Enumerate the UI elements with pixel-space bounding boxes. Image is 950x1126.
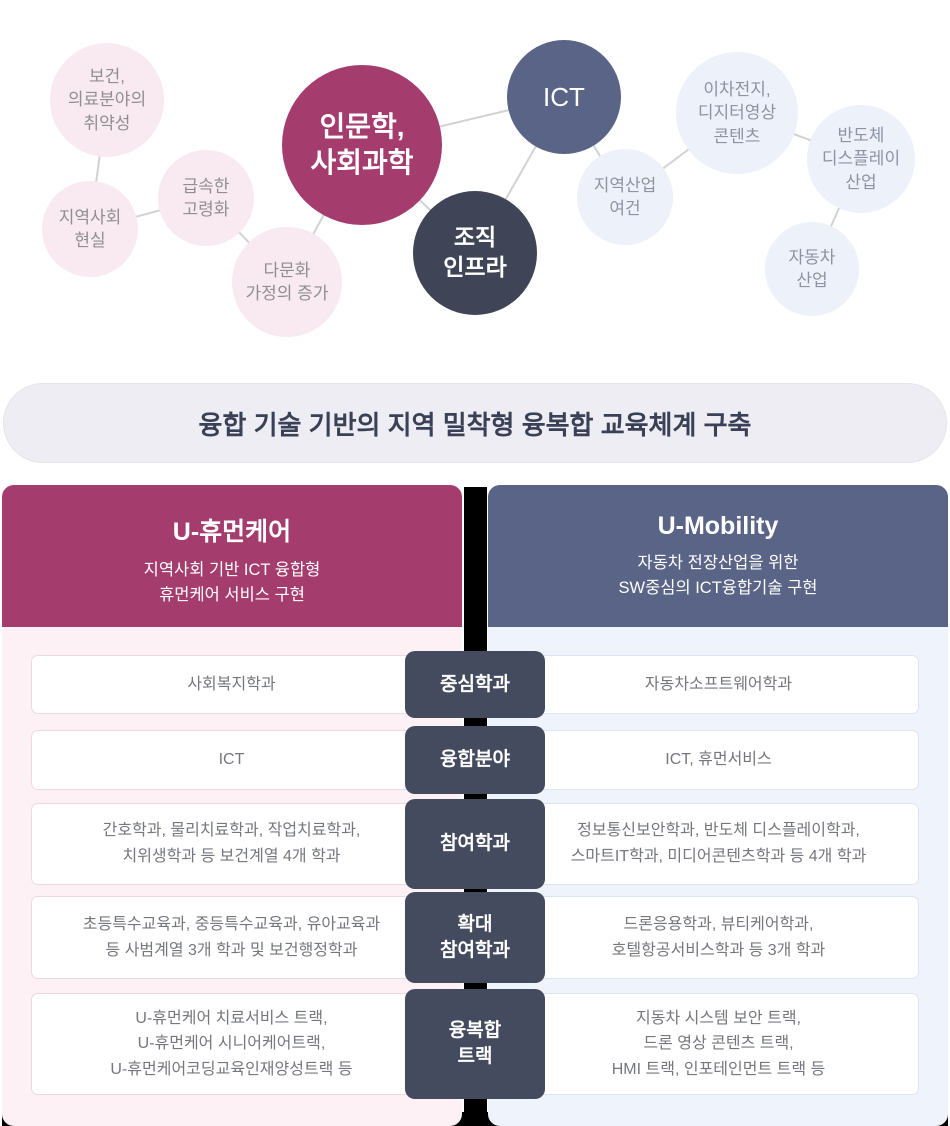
bubble-humanities-social-science: 인문학, 사회과학 <box>282 65 442 225</box>
cell-convergence-tracks-left: U-휴먼케어 치료서비스 트랙, U-휴먼케어 시니어케어트랙, U-휴먼케어코… <box>31 993 432 1095</box>
row-label-core-dept: 중심학과 <box>405 651 545 718</box>
bubble-diagram: 보건, 의료분야의 취약성 지역사회 현실 급속한 고령화 다문화 가정의 증가… <box>0 0 950 370</box>
bubble-multicultural-families: 다문화 가정의 증가 <box>232 227 342 337</box>
panel-u-mobility-subtitle: 자동차 전장산업을 위한 SW중심의 ICT융합기술 구현 <box>618 554 818 597</box>
cell-convergence-field-left: ICT <box>31 730 432 790</box>
cell-core-dept-right: 자동차소프트웨어학과 <box>518 655 919 714</box>
row-label-participating-depts: 참여학과 <box>405 799 545 889</box>
goal-banner: 융합 기술 기반의 지역 밀착형 융복합 교육체계 구축 <box>3 383 947 463</box>
bubble-battery-digital-content: 이차전지, 디지터영상 콘텐츠 <box>676 52 798 174</box>
row-label-convergence-tracks: 융복합 트랙 <box>405 989 545 1099</box>
cell-core-dept-left: 사회복지학과 <box>31 655 432 714</box>
cell-participating-depts-left: 간호학과, 물리치료학과, 작업치료학과, 치위생학과 등 보건계열 4개 학과 <box>31 803 432 885</box>
row-label-expanded-depts: 확대 참여학과 <box>405 892 545 983</box>
panel-u-humancare-title: U-휴먼케어 <box>172 518 292 546</box>
panel-u-humancare-header: U-휴먼케어 지역사회 기반 ICT 융합형 휴먼케어 서비스 구현 <box>2 485 462 627</box>
bubble-regional-industry: 지역산업 여건 <box>577 149 673 245</box>
cell-convergence-field-right: ICT, 휴먼서비스 <box>518 730 919 790</box>
bubble-semiconductor-display: 반도체 디스플레이 산업 <box>807 105 915 213</box>
bubble-community-reality: 지역사회 현실 <box>42 181 138 277</box>
bubble-automotive-industry: 자동차 산업 <box>765 222 859 316</box>
bubble-health-vulnerability: 보건, 의료분야의 취약성 <box>50 43 164 157</box>
panel-u-mobility-header: U-Mobility 자동차 전장산업을 위한 SW중심의 ICT융합기술 구현 <box>488 485 948 627</box>
bubble-org-infrastructure: 조직 인프라 <box>413 191 537 315</box>
cell-convergence-tracks-right: 지동차 시스템 보안 트랙, 드론 영상 콘텐츠 트랙, HMI 트랙, 인포테… <box>518 993 919 1095</box>
bubble-rapid-aging: 급속한 고령화 <box>158 150 254 246</box>
panel-u-humancare-subtitle: 지역사회 기반 ICT 융합형 휴먼케어 서비스 구현 <box>143 561 321 604</box>
cell-expanded-depts-right: 드론응용학과, 뷰티케어학과, 호텔항공서비스학과 등 3개 학과 <box>518 896 919 979</box>
cell-participating-depts-right: 정보통신보안학과, 반도체 디스플레이학과, 스마트IT학과, 미디어콘텐츠학과… <box>518 803 919 885</box>
cell-expanded-depts-left: 초등특수교육과, 중등특수교육과, 유아교육과 등 사범계열 3개 학과 및 보… <box>31 896 432 979</box>
row-label-convergence-field: 융합분야 <box>405 726 545 794</box>
bubble-ict: ICT <box>507 40 621 154</box>
panel-u-mobility-title: U-Mobility <box>657 512 779 540</box>
